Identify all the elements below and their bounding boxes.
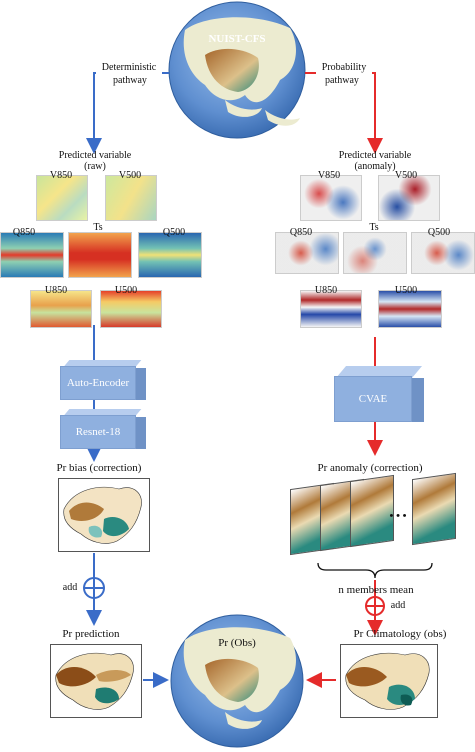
right-map-u850	[300, 290, 362, 328]
autoencoder-label: Auto-Encoder	[60, 366, 136, 400]
right-map-v850	[300, 175, 362, 221]
left-map-ts	[68, 232, 132, 278]
left-map-u500	[100, 290, 162, 328]
left-add-label: add	[62, 582, 78, 593]
bias-map	[58, 478, 150, 552]
left-map-v850	[36, 175, 88, 221]
climatology-title: Pr Climatology (obs)	[353, 628, 447, 640]
right-map-u500-label: U500	[394, 285, 418, 296]
right-map-ts	[343, 232, 407, 274]
left-map-v500-label: V500	[118, 170, 142, 181]
bias-title: Pr bias (correction)	[56, 462, 142, 474]
autoencoder-box: Auto-Encoder	[60, 360, 146, 400]
left-map-q850	[0, 232, 64, 278]
anomaly-title: Pr anomaly (correction)	[317, 462, 423, 474]
prediction-map	[50, 644, 142, 718]
top-globe-label: NUIST-CFS	[208, 33, 266, 45]
right-map-v850-label: V850	[317, 170, 341, 181]
resnet-box: Resnet-18	[60, 409, 146, 449]
left-map-q500	[138, 232, 202, 278]
deterministic-label-line2: pathway	[113, 75, 147, 86]
bottom-globe	[170, 614, 304, 748]
left-map-ts-label: Ts	[93, 222, 103, 233]
right-map-q850	[275, 232, 339, 274]
cvae-label: CVAE	[334, 376, 412, 422]
left-add-symbol	[83, 577, 105, 599]
members-mean-label: n members mean	[338, 584, 414, 596]
right-map-q500	[411, 232, 475, 274]
prediction-title: Pr prediction	[62, 628, 120, 640]
left-map-u850-label: U850	[44, 285, 68, 296]
left-map-v500	[105, 175, 157, 221]
left-map-u850	[30, 290, 92, 328]
right-map-q500-label: Q500	[427, 227, 451, 238]
right-predicted-title-2: (anomaly)	[354, 161, 396, 172]
members-brace	[317, 562, 433, 579]
probability-label-line1: Probability	[316, 62, 372, 74]
resnet-label: Resnet-18	[60, 415, 136, 449]
right-map-v500-label: V500	[394, 170, 418, 181]
anomaly-ellipsis: • • •	[389, 510, 407, 522]
probability-label-line2: pathway	[325, 75, 359, 86]
right-predicted-title-1: Predicted variable	[338, 150, 412, 161]
left-map-u500-label: U500	[114, 285, 138, 296]
deterministic-label-line1: Deterministic	[96, 62, 162, 74]
right-map-u500	[378, 290, 442, 328]
right-add-symbol	[365, 596, 385, 616]
climatology-map	[340, 644, 438, 718]
right-map-v500	[378, 175, 440, 221]
left-map-v850-label: V850	[49, 170, 73, 181]
left-predicted-title-1: Predicted variable	[58, 150, 132, 161]
right-map-u850-label: U850	[314, 285, 338, 296]
right-add-label: add	[390, 600, 406, 611]
right-map-ts-label: Ts	[369, 222, 379, 233]
top-globe	[168, 1, 306, 139]
left-map-q850-label: Q850	[12, 227, 36, 238]
bottom-globe-label: Pr (Obs)	[218, 637, 256, 649]
left-map-q500-label: Q500	[162, 227, 186, 238]
right-map-q850-label: Q850	[289, 227, 313, 238]
left-predicted-title-2: (raw)	[84, 161, 106, 172]
cvae-box: CVAE	[334, 366, 424, 422]
anomaly-member-n	[412, 472, 456, 546]
